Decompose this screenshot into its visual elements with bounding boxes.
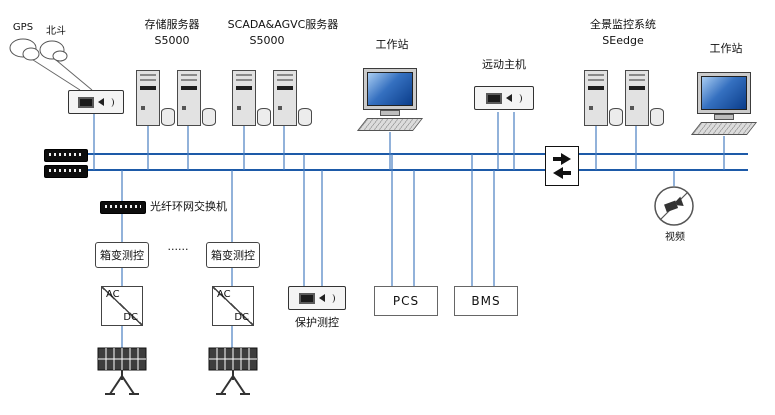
protection-control-label: 保护测控 <box>295 316 339 329</box>
ellipsis-label: ...... <box>167 240 189 253</box>
panorama-server-towers <box>584 70 664 126</box>
server-tower-icon <box>625 70 649 126</box>
fiber-ring-switch <box>100 201 146 214</box>
box-transformer-right: 箱变测控 <box>206 242 260 268</box>
workstation-right <box>690 72 758 135</box>
monitor-stand <box>714 114 734 120</box>
switch-ports <box>49 169 83 172</box>
transfer-arrows-icon <box>553 153 571 179</box>
fiber-ring-switch-label: 光纤环网交换机 <box>150 200 227 213</box>
server-tower-icon <box>177 70 201 126</box>
dc-label: DC <box>123 312 138 323</box>
disk-cylinder-icon <box>257 108 271 126</box>
workstation-left <box>356 68 424 131</box>
server-tower-icon <box>273 70 297 126</box>
speaker-wave-icon <box>516 93 522 103</box>
bus-switch-bottom <box>44 165 88 178</box>
remote-host-device <box>474 86 534 110</box>
protection-control-device <box>288 286 346 310</box>
box-transformer-left: 箱变测控 <box>95 242 149 268</box>
remote-host-label: 远动主机 <box>482 58 526 71</box>
monitor-icon <box>697 72 751 114</box>
pcs-box: PCS <box>374 286 438 316</box>
keyboard-icon <box>690 122 758 135</box>
video-label: 视频 <box>665 232 685 243</box>
scada-server-towers <box>232 70 312 126</box>
pv-panel-icon <box>97 347 147 395</box>
time-sync-device <box>68 90 124 114</box>
storage-server-model: S5000 <box>154 34 190 47</box>
storage-server-label: 存储服务器 <box>144 18 200 31</box>
ac-label: AC <box>217 289 231 300</box>
bms-box: BMS <box>454 286 518 316</box>
switch-ports <box>105 205 141 208</box>
beidou-label: 北斗 <box>46 26 66 37</box>
bus-lines <box>48 153 748 171</box>
panorama-system-label: 全景监控系统 <box>590 18 656 31</box>
pv-panel-icon <box>208 347 258 395</box>
speaker-icon <box>319 294 325 302</box>
device-display <box>78 96 94 108</box>
workstation-right-label: 工作站 <box>709 42 743 55</box>
scada-server-model: S5000 <box>249 34 285 47</box>
disk-cylinder-icon <box>202 108 216 126</box>
box-transformer-right-label: 箱变测控 <box>211 249 255 262</box>
switch-ports <box>49 153 83 156</box>
panorama-system-model: SEedge <box>602 34 644 47</box>
speaker-icon <box>506 94 512 102</box>
antenna-links <box>29 57 93 91</box>
gps-beidou-antenna-icon <box>9 38 68 62</box>
disk-cylinder-icon <box>298 108 312 126</box>
device-display <box>486 92 502 104</box>
monitor-icon <box>363 68 417 110</box>
server-tower-icon <box>584 70 608 126</box>
storage-server-towers <box>136 70 216 126</box>
keyboard-icon <box>356 118 424 131</box>
dc-label: DC <box>234 312 249 323</box>
ac-dc-converter-left: AC DC <box>101 286 143 326</box>
video-camera-icon <box>654 186 694 226</box>
device-display <box>299 292 315 304</box>
pcs-label: PCS <box>392 294 420 308</box>
ac-dc-converter-right: AC DC <box>212 286 254 326</box>
speaker-wave-icon <box>108 97 114 107</box>
gps-label: GPS <box>12 22 34 33</box>
server-tower-icon <box>136 70 160 126</box>
disk-cylinder-icon <box>650 108 664 126</box>
speaker-icon <box>98 98 104 106</box>
speaker-wave-icon <box>329 293 335 303</box>
drop-links <box>93 112 725 348</box>
disk-cylinder-icon <box>609 108 623 126</box>
media-converter <box>545 146 579 186</box>
disk-cylinder-icon <box>161 108 175 126</box>
box-transformer-left-label: 箱变测控 <box>100 249 144 262</box>
monitor-stand <box>380 110 400 116</box>
monitor-screen <box>701 76 747 110</box>
ac-label: AC <box>106 289 120 300</box>
bms-label: BMS <box>471 294 501 308</box>
bus-switch-top <box>44 149 88 162</box>
scada-server-label: SCADA&AGVC服务器 <box>227 18 339 31</box>
server-tower-icon <box>232 70 256 126</box>
monitor-screen <box>367 72 413 106</box>
workstation-left-label: 工作站 <box>375 38 409 51</box>
